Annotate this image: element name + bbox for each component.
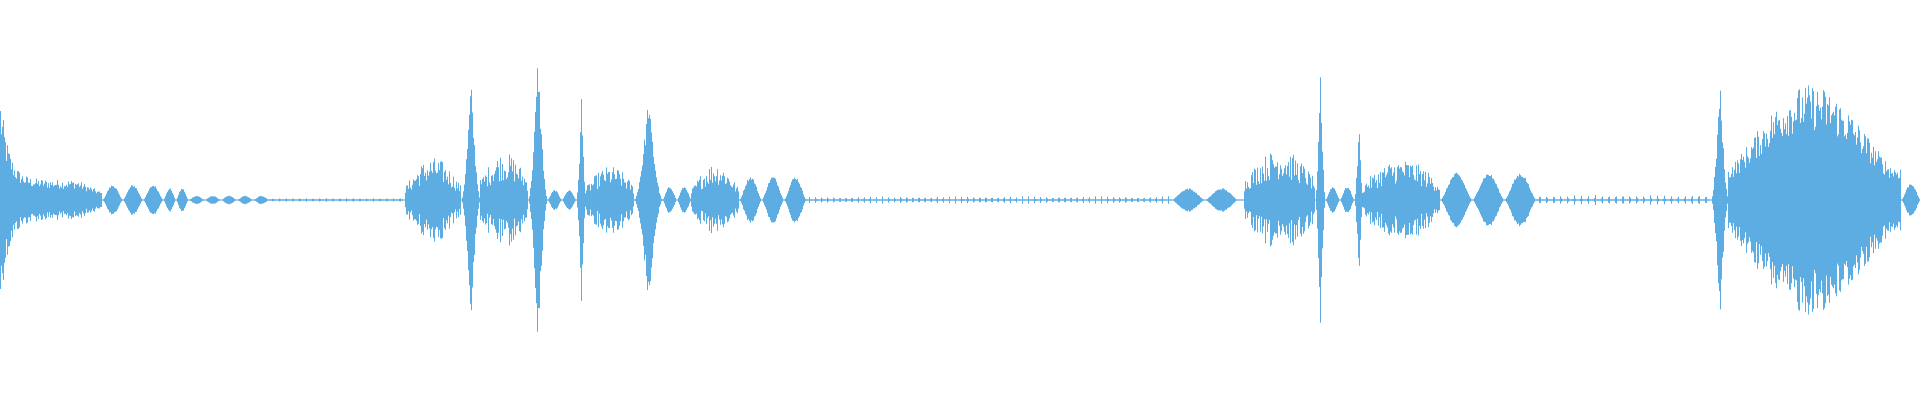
waveform-amplitude [0, 68, 1920, 332]
